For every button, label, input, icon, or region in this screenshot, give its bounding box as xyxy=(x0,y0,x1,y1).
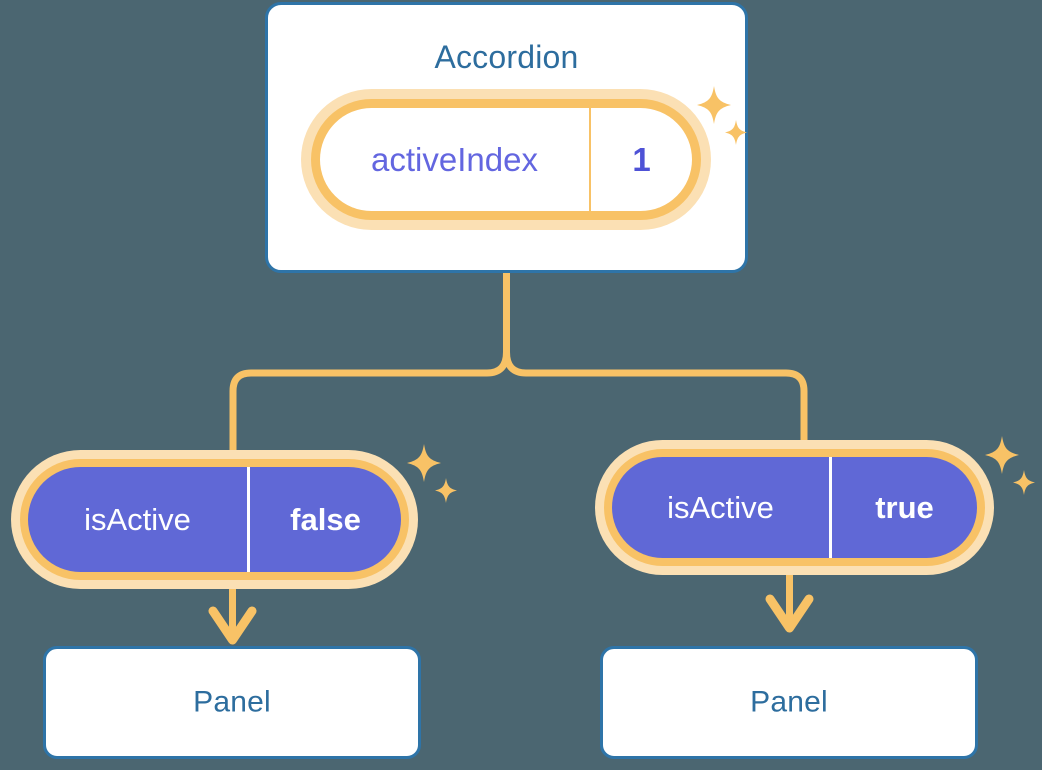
arrow-left-head xyxy=(208,606,257,645)
state-pill-is-active-true[interactable]: isActive true xyxy=(604,449,985,566)
state-pill-key: activeIndex xyxy=(320,108,591,211)
state-pill-value: false xyxy=(290,501,361,537)
component-title-panel-left: Panel xyxy=(193,684,271,718)
arrow-left-pill-to-panel xyxy=(208,578,257,645)
state-pill-key: isActive xyxy=(28,467,250,572)
component-card-panel-left[interactable]: Panel xyxy=(43,646,421,759)
connector-branch-right xyxy=(503,348,808,456)
component-card-panel-right[interactable]: Panel xyxy=(600,646,978,759)
state-pill-body: activeIndex 1 xyxy=(320,108,692,211)
state-pill-value: true xyxy=(875,489,934,525)
arrow-right-pill-to-panel xyxy=(765,566,814,633)
state-pill-body: isActive false xyxy=(28,467,401,572)
component-title-accordion: Accordion xyxy=(434,39,579,75)
state-pill-active-index[interactable]: activeIndex 1 xyxy=(311,99,701,220)
component-title-panel-right: Panel xyxy=(750,684,828,718)
state-pill-is-active-false[interactable]: isActive false xyxy=(20,459,409,580)
state-pill-key: isActive xyxy=(612,457,832,558)
connector-branch-left xyxy=(229,348,510,466)
state-pill-body: isActive true xyxy=(612,457,977,558)
arrow-right-head xyxy=(765,594,814,633)
state-pill-value: 1 xyxy=(632,140,651,178)
